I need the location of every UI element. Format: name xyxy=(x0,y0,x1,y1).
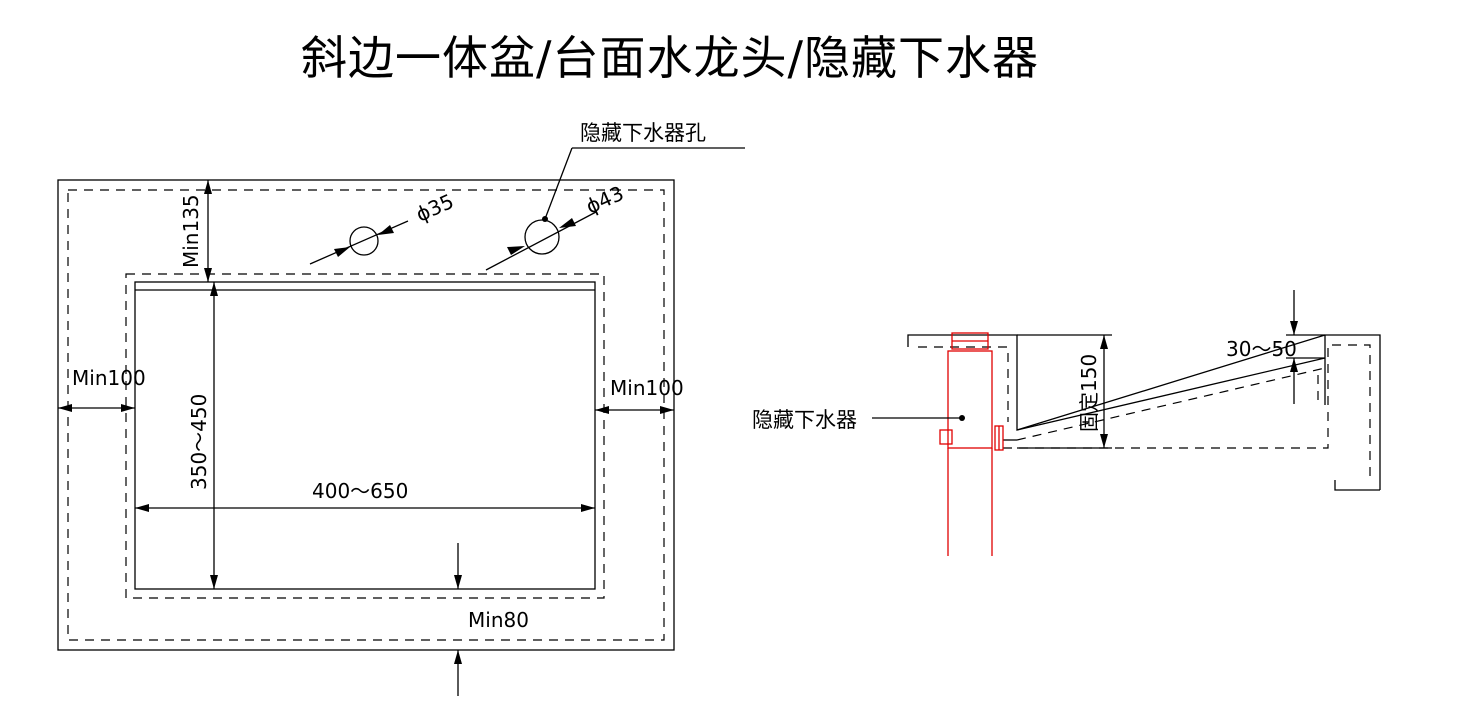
drain-hole-large xyxy=(524,219,560,255)
right-wall-foot xyxy=(1334,480,1380,491)
dim-top-margin-label: Min135 xyxy=(179,194,203,268)
basin-floor-dashed xyxy=(1003,344,1371,480)
basin-cutout-dashed xyxy=(125,273,605,599)
leader-hole-large xyxy=(485,211,597,271)
basin-slope-dashed xyxy=(1016,367,1326,441)
faucet-hole-small xyxy=(349,226,379,256)
countertop-dashed-boundary xyxy=(67,189,665,641)
dim-hole-large-label: ϕ43 xyxy=(582,181,627,219)
dim-depth-label: 350～450 xyxy=(187,394,211,490)
dim-width-label: 400～650 xyxy=(312,479,408,503)
dim-fixed-label: 固定150 xyxy=(1077,354,1101,432)
drawing-title: 斜边一体盆/台面水龙头/隐藏下水器 xyxy=(301,31,1039,85)
arrow-hole-large-a xyxy=(507,246,525,255)
dim-slope-label: 30～50 xyxy=(1226,337,1297,361)
arrow-hole-large-b xyxy=(559,218,576,228)
section-view: 隐藏下水器 固定150 30～50 xyxy=(752,290,1381,556)
countertop-outline xyxy=(57,179,675,651)
leader-hole-small xyxy=(309,220,409,265)
drain-body xyxy=(947,350,993,449)
label-hidden-drain: 隐藏下水器 xyxy=(752,408,857,432)
label-hidden-drain-hole: 隐藏下水器孔 xyxy=(580,121,706,145)
arrow-hole-small-b xyxy=(378,225,394,235)
dim-hole-small-label: ϕ35 xyxy=(412,189,457,227)
dim-right-margin-label: Min100 xyxy=(610,376,684,400)
basin-slope-top xyxy=(1016,357,1326,431)
basin-outline xyxy=(134,281,596,590)
plan-view: Min135 ϕ35 ϕ43 隐藏下水器孔 Min100 Min100 350～… xyxy=(57,121,745,696)
dim-bottom-margin-label: Min80 xyxy=(468,608,529,632)
dim-left-margin-label: Min100 xyxy=(72,366,146,390)
drain-outlet xyxy=(939,429,953,445)
left-counter-inner-dashed xyxy=(918,346,1009,422)
leader-drain-hole-diag xyxy=(544,147,573,220)
arrow-hole-small-a xyxy=(334,247,350,257)
